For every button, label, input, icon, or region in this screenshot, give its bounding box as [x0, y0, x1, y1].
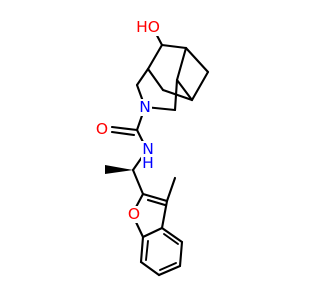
bond-carbonyl-o-b	[110, 130, 136, 137]
bond-c3-c5	[184, 46, 210, 74]
bond-c7-c7a	[139, 235, 145, 264]
amide-nitrogen-label: N	[142, 140, 154, 158]
bond-aromatic-inner-3	[145, 240, 149, 261]
bond-c5-c6	[157, 264, 182, 277]
atom-labels: HO N O N H O	[95, 18, 162, 223]
amide-oxygen-label: O	[96, 120, 108, 138]
amide-hydrogen-label: H	[142, 154, 154, 172]
bond-c2-c8	[135, 67, 150, 87]
stereo-wedge-bond	[105, 165, 133, 174]
bond-c7a-c3a	[141, 226, 164, 239]
bond-aromatic-inner-2	[159, 262, 177, 271]
bond-c3a-c4	[160, 226, 184, 244]
bond-c6-c4	[175, 78, 194, 102]
bond-c6-c7	[139, 260, 161, 277]
bond-c9-c6	[161, 88, 194, 102]
molecule-structure: HO N O N H O	[95, 18, 210, 277]
bond-c3f-c3a	[160, 199, 169, 230]
bond-c2f-c3f-b	[146, 198, 167, 207]
bond-c4-c5	[178, 240, 184, 268]
bond-aromatic-inner-1	[163, 233, 179, 245]
bond-c2-c9	[146, 67, 165, 92]
bond-c3-c4	[175, 46, 188, 82]
hydroxyl-label: HO	[136, 18, 160, 36]
bond-c3f-methyl	[165, 176, 177, 203]
bond-c5-c6	[190, 70, 210, 102]
bond-c1-c2	[146, 43, 164, 71]
ring-nitrogen-label: N	[139, 98, 151, 116]
furan-oxygen-label: O	[128, 205, 140, 223]
cage-bonds	[135, 43, 210, 112]
bond-carbonyl-o-a	[110, 125, 139, 132]
bond-chiral-furan	[131, 168, 145, 196]
bond-c1-c3	[160, 43, 188, 50]
bond-c2f-c3f-a	[141, 192, 169, 203]
